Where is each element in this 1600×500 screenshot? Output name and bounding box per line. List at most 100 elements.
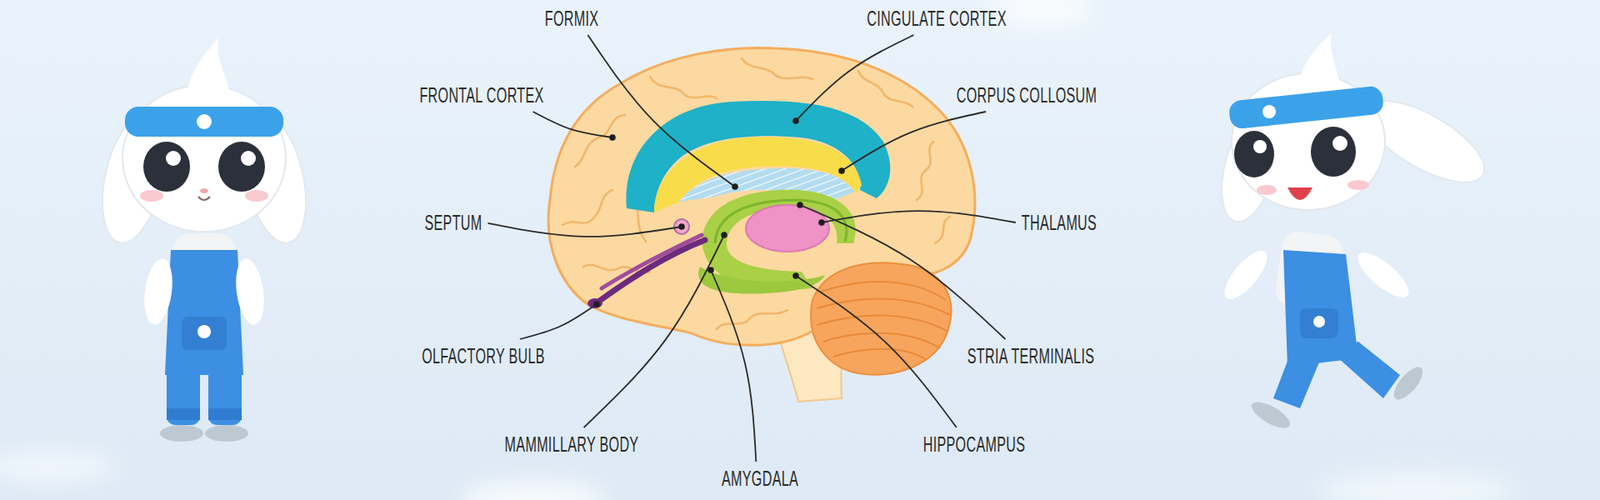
mascot-running-part xyxy=(1389,362,1428,405)
mascot-standing-part xyxy=(200,188,209,194)
mascot-standing-part xyxy=(140,190,164,202)
mascot-standing-part xyxy=(198,196,210,200)
cortex-gyri-part xyxy=(858,70,913,107)
mascot-running-part xyxy=(1217,244,1275,305)
mascot-standing-part xyxy=(125,106,284,137)
cerebellum-part-part xyxy=(823,333,940,349)
part-label: FRONTAL CORTEX xyxy=(419,84,544,106)
cortex-gyri-part xyxy=(716,310,788,330)
leader-line xyxy=(488,223,682,237)
mascot-standing-part xyxy=(208,350,242,425)
leader-line xyxy=(795,35,915,121)
part-label: MAMMILLARY BODY xyxy=(505,433,640,455)
part-label: AMYGDALA xyxy=(721,467,799,490)
leader-dot xyxy=(818,219,825,226)
mascot-standing-part xyxy=(166,350,200,425)
leader-line xyxy=(841,111,986,171)
mascot-running-part xyxy=(1234,130,1275,178)
cerebellum-part-part xyxy=(816,315,949,332)
mascot-running-part xyxy=(1347,180,1370,190)
leader-dot xyxy=(593,300,600,308)
leader-line xyxy=(821,210,1016,223)
mascot-running-part xyxy=(1247,396,1294,433)
mascot-standing-part xyxy=(122,85,286,232)
olfactory-tract-part xyxy=(598,240,705,302)
mascot-standing-part xyxy=(232,256,269,327)
part-label: THALAMUS xyxy=(1021,211,1097,234)
background-clouds xyxy=(0,0,1517,500)
leader-dot xyxy=(609,134,616,141)
limbic-ring xyxy=(701,190,856,290)
cortex-gyri-part xyxy=(741,58,813,80)
mascot-running-part xyxy=(1300,33,1340,84)
mascot-running-part xyxy=(1253,140,1267,154)
background-clouds-part xyxy=(1316,470,1517,500)
background-clouds-part xyxy=(458,481,609,500)
leader-dot xyxy=(731,183,739,190)
cerebellum-part xyxy=(810,262,951,375)
part-label: STRIA TERMINALIS xyxy=(967,345,1095,367)
leader-line xyxy=(800,205,1005,340)
mascot-standing-part xyxy=(160,425,204,442)
cortex-gyri-part xyxy=(916,141,934,200)
olfactory-tract-part xyxy=(601,235,702,289)
part-label: CORPUS COLLOSUM xyxy=(956,84,1098,106)
mascot-standing-part xyxy=(166,408,200,420)
leader-line xyxy=(795,275,957,428)
cerebellum-part xyxy=(816,281,950,360)
mascot-standing-part xyxy=(181,316,227,350)
mascot-standing-part xyxy=(140,256,177,327)
leader-line xyxy=(584,235,725,428)
mascot-standing-part xyxy=(208,408,242,420)
background-clouds-part xyxy=(991,0,1092,25)
cortex-gyri-part xyxy=(575,115,625,167)
hippocampus xyxy=(698,266,825,295)
mascot-running-part xyxy=(1332,135,1348,151)
mascot-running xyxy=(1210,33,1496,434)
cerebellum-part-part xyxy=(833,349,927,360)
cortex-gyri-part xyxy=(650,76,717,99)
mascot-standing-part xyxy=(240,150,256,166)
leader-dot xyxy=(707,266,715,274)
cortex-gyri-part xyxy=(935,216,950,244)
leader-dot xyxy=(838,167,845,175)
mascot-running-part xyxy=(1310,126,1356,177)
mascot-standing-part xyxy=(245,190,269,202)
mascot-standing xyxy=(92,37,317,442)
leader-line xyxy=(533,111,613,138)
leader-dot xyxy=(792,117,800,125)
mascot-standing-part xyxy=(143,141,190,192)
mascot-running-part xyxy=(1262,105,1276,119)
leader-dot xyxy=(720,231,728,239)
part-label: HIPPOCAMPUS xyxy=(923,433,1026,455)
part-label: OLFACTORY BULB xyxy=(421,345,545,367)
leader-line xyxy=(520,304,597,340)
part-label: CINGULATE CORTEX xyxy=(866,7,1006,30)
background-clouds-part xyxy=(0,450,117,484)
part-label: FORMIX xyxy=(545,7,600,30)
mascot-running-part xyxy=(1273,350,1321,409)
mascot-standing-part xyxy=(197,325,211,339)
mascot-running-part xyxy=(1329,341,1400,399)
mascot-running-part xyxy=(1228,85,1385,130)
leader-dot xyxy=(796,201,804,209)
cerebellum xyxy=(810,262,951,375)
leader-line xyxy=(710,270,756,462)
mascot-standing-part xyxy=(187,37,230,92)
leader-dot xyxy=(678,223,685,230)
septum xyxy=(674,219,690,235)
cerebellum-part-part xyxy=(820,281,946,300)
olfactory-tract-part xyxy=(587,298,603,309)
cerebellum-part-part xyxy=(816,299,950,315)
leader-line xyxy=(587,35,735,187)
mascot-standing-part xyxy=(165,150,181,166)
cortex-gyri-part xyxy=(562,190,613,225)
part-label: SEPTUM xyxy=(424,211,482,234)
mascot-standing-part xyxy=(205,425,249,442)
leader-dot xyxy=(792,272,800,280)
mascot-running-part xyxy=(1351,245,1415,305)
mascot-standing-part xyxy=(218,141,265,192)
